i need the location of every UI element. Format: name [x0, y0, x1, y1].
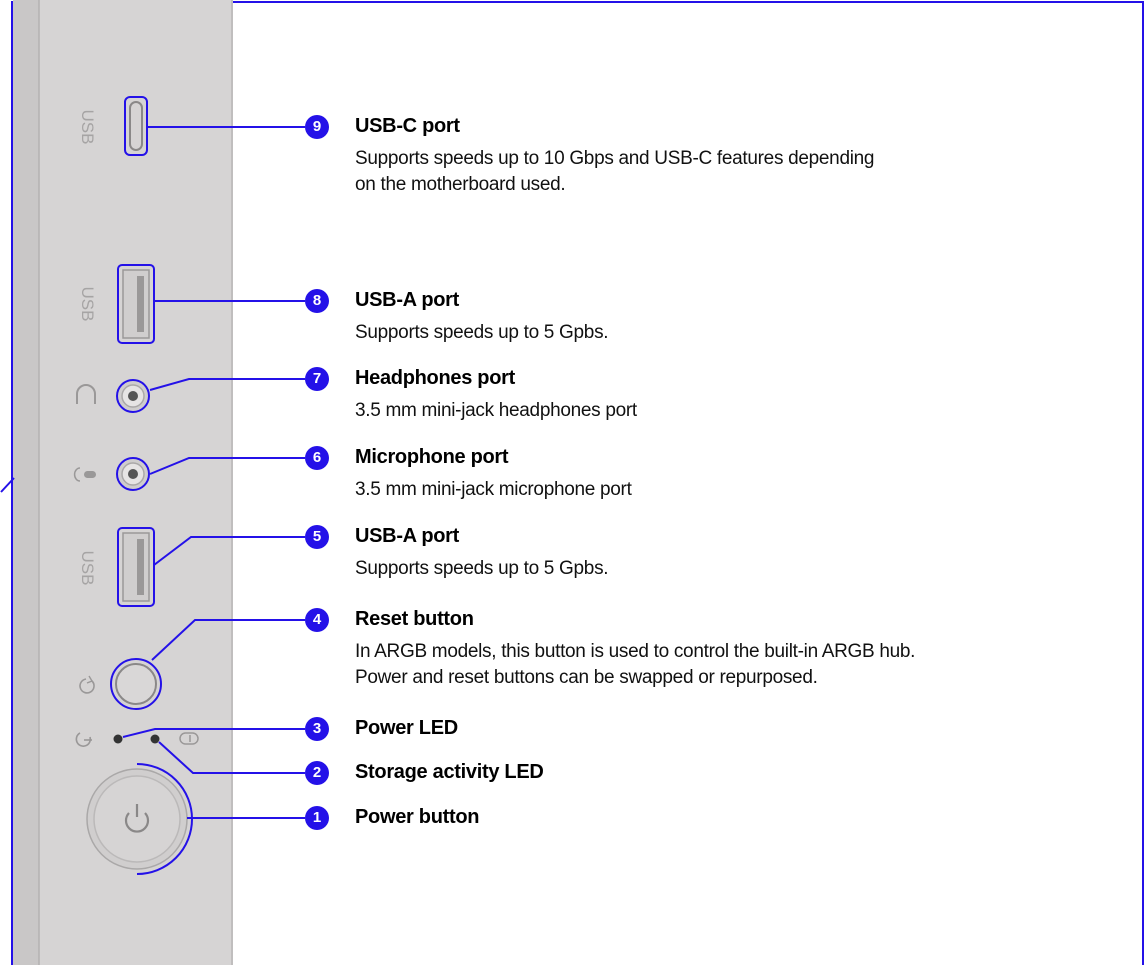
callout-description: 3.5 mm mini-jack microphone port: [355, 477, 632, 503]
power-led-icon: [75, 732, 92, 747]
usb-a-port-bottom: [117, 527, 155, 607]
description-line: Supports speeds up to 5 Gpbs.: [355, 322, 609, 343]
callout-description: Supports speeds up to 5 Gpbs.: [355, 320, 609, 346]
callout-title: Microphone port: [355, 446, 509, 468]
callout-number-3: 3: [305, 717, 329, 741]
headphones-icon: [76, 384, 96, 404]
callout-number-9: 9: [305, 115, 329, 139]
reset-button: [110, 658, 162, 710]
usb-a-bottom-label: USB: [78, 551, 97, 586]
power-icon: [124, 812, 150, 833]
callout-title: USB-A port: [355, 525, 460, 547]
usb-a-top-label: USB: [78, 287, 97, 322]
callout-description: Supports speeds up to 5 Gpbs.: [355, 556, 609, 582]
reset-icon: [79, 678, 95, 694]
description-line: Supports speeds up to 5 Gpbs.: [355, 558, 609, 579]
callout-title: Headphones port: [355, 367, 515, 389]
microphone-icon: [73, 467, 96, 482]
leader-lines: [122, 126, 305, 819]
frame: [11, 1, 1144, 965]
microphone-jack: [116, 457, 150, 491]
storage-led-icon: [179, 732, 199, 745]
callout-number-4: 4: [305, 608, 329, 632]
power-button: [86, 763, 193, 875]
description-line: 3.5 mm mini-jack headphones port: [355, 400, 637, 421]
description-line: on the motherboard used.: [355, 174, 566, 195]
usb-a-port-top: [117, 264, 155, 344]
callout-description: 3.5 mm mini-jack headphones port: [355, 398, 637, 424]
callout-number-5: 5: [305, 525, 329, 549]
callout-description: Supports speeds up to 10 Gbps and USB-C …: [355, 146, 874, 198]
description-line: Supports speeds up to 10 Gbps and USB-C …: [355, 148, 875, 169]
callout-title: USB-C port: [355, 115, 460, 137]
callout-number-2: 2: [305, 761, 329, 785]
power-led: [113, 734, 123, 744]
usb-c-label: USB: [78, 110, 97, 145]
description-line: Power and reset buttons can be swapped o…: [355, 667, 818, 688]
callout-title: Power LED: [355, 717, 458, 739]
callout-number-7: 7: [305, 367, 329, 391]
headphones-jack: [116, 379, 150, 413]
callout-number-1: 1: [305, 806, 329, 830]
callout-title: Power button: [355, 806, 480, 828]
callout-title: Reset button: [355, 608, 474, 630]
callout-number-8: 8: [305, 289, 329, 313]
callout-title: Storage activity LED: [355, 761, 544, 783]
description-line: 3.5 mm mini-jack microphone port: [355, 479, 632, 500]
callout-title: USB-A port: [355, 289, 460, 311]
callout-description: In ARGB models, this button is used to c…: [355, 639, 915, 691]
panel-edge: [13, 0, 39, 965]
callout-number-6: 6: [305, 446, 329, 470]
description-line: In ARGB models, this button is used to c…: [355, 641, 916, 662]
storage-activity-led: [150, 734, 160, 744]
